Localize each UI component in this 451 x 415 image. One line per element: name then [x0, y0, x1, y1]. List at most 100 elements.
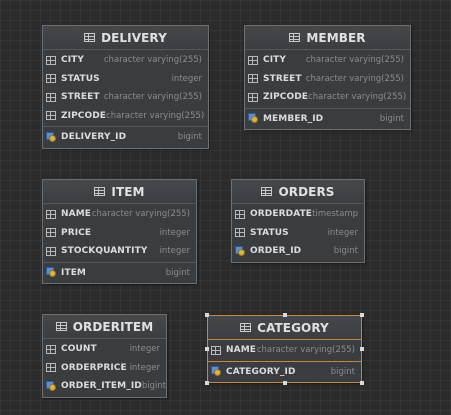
column-name: STATUS: [61, 73, 100, 84]
column-row-city[interactable]: CITY character varying(255): [245, 51, 410, 70]
column-icon: [211, 345, 221, 355]
column-name: STREET: [61, 92, 100, 103]
column-type: character varying(255): [305, 55, 404, 66]
table-icon: [94, 187, 106, 196]
key-row-order-id[interactable]: ORDER_ID bigint: [232, 242, 364, 261]
resize-handle-s[interactable]: [282, 381, 287, 385]
primary-key-icon: [248, 113, 259, 124]
column-icon: [46, 363, 56, 373]
table-icon: [84, 33, 96, 42]
column-icon: [46, 344, 56, 354]
resize-handle-n[interactable]: [282, 313, 287, 317]
entity-title: ORDERITEM: [72, 319, 154, 334]
key-row-delivery-id[interactable]: DELIVERY_ID bigint: [43, 128, 208, 147]
column-type: character varying(255): [91, 209, 190, 220]
column-icon: [235, 209, 245, 219]
entity-title: MEMBER: [306, 30, 366, 45]
column-type: integer: [129, 362, 160, 373]
key-row-category-id[interactable]: CATEGORY_ID bigint: [208, 363, 361, 382]
column-name: COUNT: [61, 344, 97, 355]
column-icon: [248, 74, 258, 84]
resize-handle-nw[interactable]: [205, 313, 209, 317]
column-type: character varying(255): [106, 110, 205, 121]
entity-title: ITEM: [111, 184, 145, 199]
column-name: NAME: [61, 209, 92, 220]
resize-handle-ne[interactable]: [360, 313, 364, 317]
column-name: ORDER_ID: [250, 246, 302, 257]
column-name: ZIPCODE: [61, 110, 107, 121]
column-name: NAME: [226, 345, 257, 356]
column-type: bigint: [165, 267, 190, 278]
column-name: CITY: [263, 55, 287, 66]
column-icon: [46, 111, 56, 121]
entity-header[interactable]: DELIVERY: [43, 26, 208, 50]
column-type: bigint: [333, 246, 358, 257]
entity-title: DELIVERY: [101, 30, 167, 45]
column-icon: [46, 74, 56, 84]
column-name: PRICE: [61, 227, 92, 238]
column-name: STREET: [263, 73, 302, 84]
entity-header[interactable]: ORDERITEM: [43, 315, 166, 339]
column-name: DELIVERY_ID: [61, 132, 127, 143]
entity-title: ORDERS: [278, 184, 335, 199]
column-row-status[interactable]: STATUS integer: [43, 70, 208, 89]
entity-header[interactable]: CATEGORY: [208, 316, 361, 340]
column-type: integer: [159, 246, 190, 257]
column-row-stockquantity[interactable]: STOCKQUANTITY integer: [43, 242, 196, 261]
column-type: integer: [171, 73, 202, 84]
column-name: STATUS: [250, 227, 289, 238]
column-name: CATEGORY_ID: [226, 366, 296, 377]
column-icon: [46, 92, 56, 102]
column-name: ITEM: [61, 267, 86, 278]
entity-header[interactable]: ITEM: [43, 180, 196, 204]
column-icon: [248, 92, 258, 102]
key-row-item[interactable]: ITEM bigint: [43, 264, 196, 283]
resize-handle-se[interactable]: [360, 381, 364, 385]
column-name: MEMBER_ID: [263, 113, 324, 124]
resize-handle-w[interactable]: [205, 347, 209, 351]
primary-key-icon: [235, 245, 246, 257]
column-type: character varying(255): [103, 55, 202, 66]
entity-header[interactable]: MEMBER: [245, 26, 410, 50]
column-type: bigint: [141, 381, 167, 392]
resize-handle-sw[interactable]: [205, 381, 209, 385]
column-type: bigint: [177, 132, 202, 143]
column-name: ZIPCODE: [263, 92, 309, 103]
column-type: character varying(255): [256, 345, 355, 356]
table-icon: [55, 322, 67, 331]
column-type: bigint: [330, 366, 355, 377]
column-name: ORDERDATE: [250, 209, 313, 220]
entity-header[interactable]: ORDERS: [232, 180, 364, 204]
resize-handle-e[interactable]: [360, 347, 364, 351]
column-name: ORDERPRICE: [61, 362, 127, 373]
primary-key-icon: [46, 267, 57, 278]
column-name: STOCKQUANTITY: [61, 246, 148, 257]
column-icon: [46, 246, 56, 256]
